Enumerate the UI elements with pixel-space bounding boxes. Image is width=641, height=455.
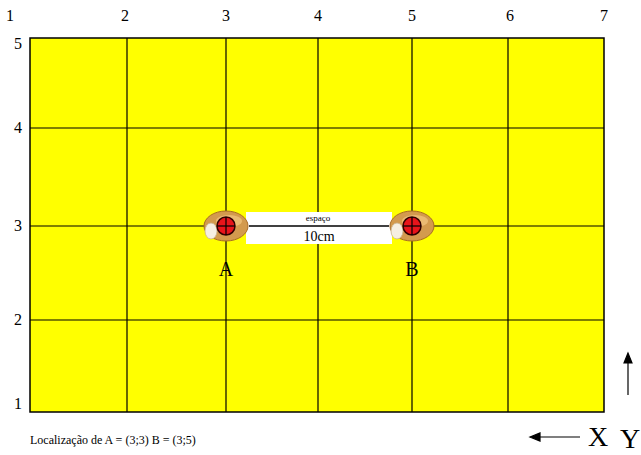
distance-label: 10cm: [301, 230, 336, 244]
bread-point: A: [203, 209, 249, 243]
distance-line: [249, 225, 389, 227]
space-note: espaço: [306, 214, 331, 223]
axis-number: 2: [121, 8, 129, 24]
location-note: Localização de A = (3;3) B = (3;5): [30, 434, 196, 446]
space-band: [246, 212, 392, 244]
point-label: B: [405, 259, 418, 279]
point-label: A: [219, 259, 233, 279]
yellow-grid: [30, 38, 604, 412]
axis-number: 5: [14, 36, 22, 52]
bread-roll: [203, 209, 249, 243]
axis-number: 3: [222, 8, 230, 24]
axis-number: 6: [506, 8, 514, 24]
axis-number: 2: [14, 312, 22, 328]
axis-name: Y: [620, 425, 640, 453]
axis-number: 3: [14, 218, 22, 234]
grid-lines: [30, 38, 604, 412]
axis-name: X: [588, 423, 608, 451]
axis-number: 4: [314, 8, 322, 24]
axis-number: 1: [14, 396, 22, 412]
axis-number: 4: [14, 120, 22, 136]
bread-point: B: [389, 209, 435, 243]
axis-arrows: [530, 353, 632, 441]
axis-number: 7: [600, 8, 608, 24]
bread-roll: [389, 209, 435, 243]
axis-number: 5: [408, 8, 416, 24]
axis-number: 1: [6, 8, 14, 24]
